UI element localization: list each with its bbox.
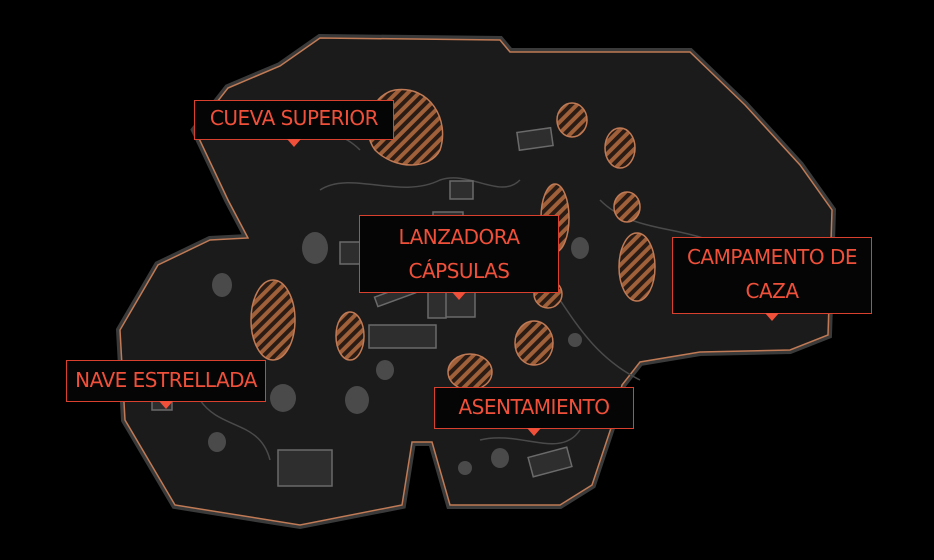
hazard-zones bbox=[250, 88, 656, 391]
location-name: NAVE ESTRELLADA bbox=[75, 368, 257, 392]
location-label-asentamiento[interactable]: ASENTAMIENTO bbox=[434, 387, 634, 436]
location-label-nave-estrellada[interactable]: NAVE ESTRELLADA bbox=[66, 360, 266, 409]
location-name: ASENTAMIENTO bbox=[458, 395, 610, 419]
location-pin-icon bbox=[159, 401, 173, 409]
location-name-line1: LANZADORA bbox=[398, 225, 520, 249]
location-name-line2: CÁPSULAS bbox=[408, 259, 510, 283]
location-pin-icon bbox=[765, 313, 779, 321]
location-name-line2: CAZA bbox=[745, 279, 799, 303]
location-name: CUEVA SUPERIOR bbox=[209, 106, 379, 130]
location-label-campamento-de-caza[interactable]: CAMPAMENTO DE CAZA bbox=[672, 237, 872, 321]
location-label-cueva-superior[interactable]: CUEVA SUPERIOR bbox=[194, 100, 394, 147]
location-pin-icon bbox=[527, 428, 541, 436]
location-label-lanzadora-capsulas[interactable]: LANZADORA CÁPSULAS bbox=[359, 215, 559, 300]
rocks bbox=[208, 232, 589, 475]
location-name-line1: CAMPAMENTO DE bbox=[686, 245, 858, 269]
location-pin-icon bbox=[452, 292, 466, 300]
location-pin-icon bbox=[287, 139, 301, 147]
